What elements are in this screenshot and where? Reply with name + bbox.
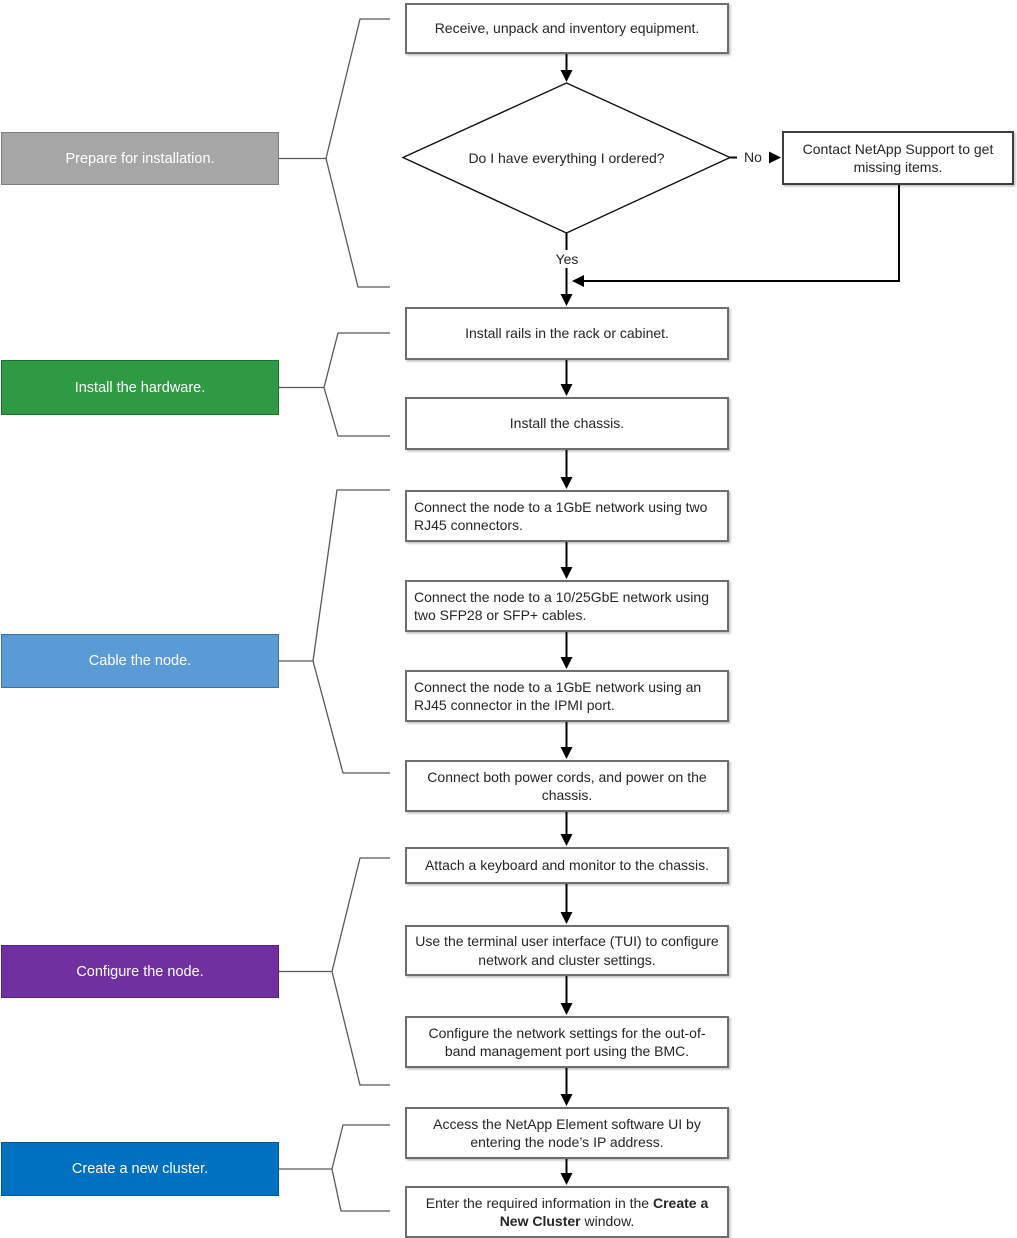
- step-label: Connect both power cords, and power on t…: [427, 768, 707, 803]
- phase-brace-configure: [279, 857, 390, 1086]
- step-install-chassis: Install the chassis.: [405, 397, 729, 450]
- phase-box-configure: Configure the node.: [1, 945, 279, 998]
- step-label: Access the NetApp Element software UI by…: [433, 1115, 701, 1150]
- phase-label: Create a new cluster.: [71, 1161, 209, 1177]
- phase-box-prepare: Prepare for installation.: [1, 132, 279, 185]
- phase-box-hardware: Install the hardware.: [1, 360, 279, 415]
- phase-brace-cable: [279, 489, 390, 774]
- step-label: Connect the node to a 1GbE network using…: [414, 498, 708, 533]
- phase-box-cluster: Create a new cluster.: [1, 1142, 279, 1196]
- step-attach-keyboard: Attach a keyboard and monitor to the cha…: [405, 847, 729, 884]
- step-label-post: window.: [580, 1213, 635, 1229]
- step-label: Contact NetApp Support to get missing it…: [802, 140, 994, 175]
- step-cable-ipmi: Connect the node to a 1GbE network using…: [405, 670, 729, 722]
- step-label: Enter the required information in the Cr…: [413, 1194, 721, 1230]
- step-create-cluster-info: Enter the required information in the Cr…: [405, 1186, 729, 1238]
- step-label: Receive, unpack and inventory equipment.: [434, 20, 700, 37]
- step-cable-1gbe-rj45: Connect the node to a 1GbE network using…: [405, 490, 729, 542]
- step-label: Attach a keyboard and monitor to the cha…: [424, 857, 710, 874]
- flow-arrow-merge: [572, 185, 900, 287]
- step-cable-10-25gbe: Connect the node to a 10/25GbE network u…: [405, 580, 729, 632]
- step-power-on: Connect both power cords, and power on t…: [405, 760, 729, 812]
- step-use-tui: Use the terminal user interface (TUI) to…: [405, 925, 729, 976]
- step-label: Install rails in the rack or cabinet.: [465, 325, 669, 342]
- step-label: Use the terminal user interface (TUI) to…: [415, 933, 719, 968]
- step-label-bold: Create a New Cluster: [499, 1194, 709, 1229]
- step-configure-bmc: Configure the network settings for the o…: [405, 1016, 729, 1068]
- decision-question: Do I have everything I ordered?: [468, 150, 665, 166]
- step-label: Configure the network settings for the o…: [428, 1024, 706, 1059]
- step-install-rails: Install rails in the rack or cabinet.: [405, 307, 729, 360]
- decision-yes-label: Yes: [549, 250, 585, 268]
- step-label: Install the chassis.: [509, 415, 625, 432]
- decision-no-label: No: [737, 148, 769, 166]
- step-access-element-ui: Access the NetApp Element software UI by…: [405, 1107, 729, 1159]
- step-label: Connect the node to a 10/25GbE network u…: [414, 588, 709, 623]
- phase-brace-cluster: [279, 1124, 390, 1212]
- phase-label: Configure the node.: [76, 963, 204, 980]
- phase-label: Install the hardware.: [74, 379, 206, 396]
- phase-label: Cable the node.: [88, 653, 192, 669]
- step-label-pre: Enter the required information in the: [425, 1194, 653, 1211]
- phase-brace-hardware: [279, 332, 390, 437]
- step-contact-support: Contact NetApp Support to get missing it…: [782, 131, 1014, 185]
- step-receive-equipment: Receive, unpack and inventory equipment.: [405, 3, 729, 54]
- phase-label: Prepare for installation.: [65, 150, 215, 167]
- phase-brace-prepare: [279, 18, 390, 288]
- phase-box-cable: Cable the node.: [1, 634, 279, 688]
- step-label: Connect the node to a 1GbE network using…: [414, 678, 702, 713]
